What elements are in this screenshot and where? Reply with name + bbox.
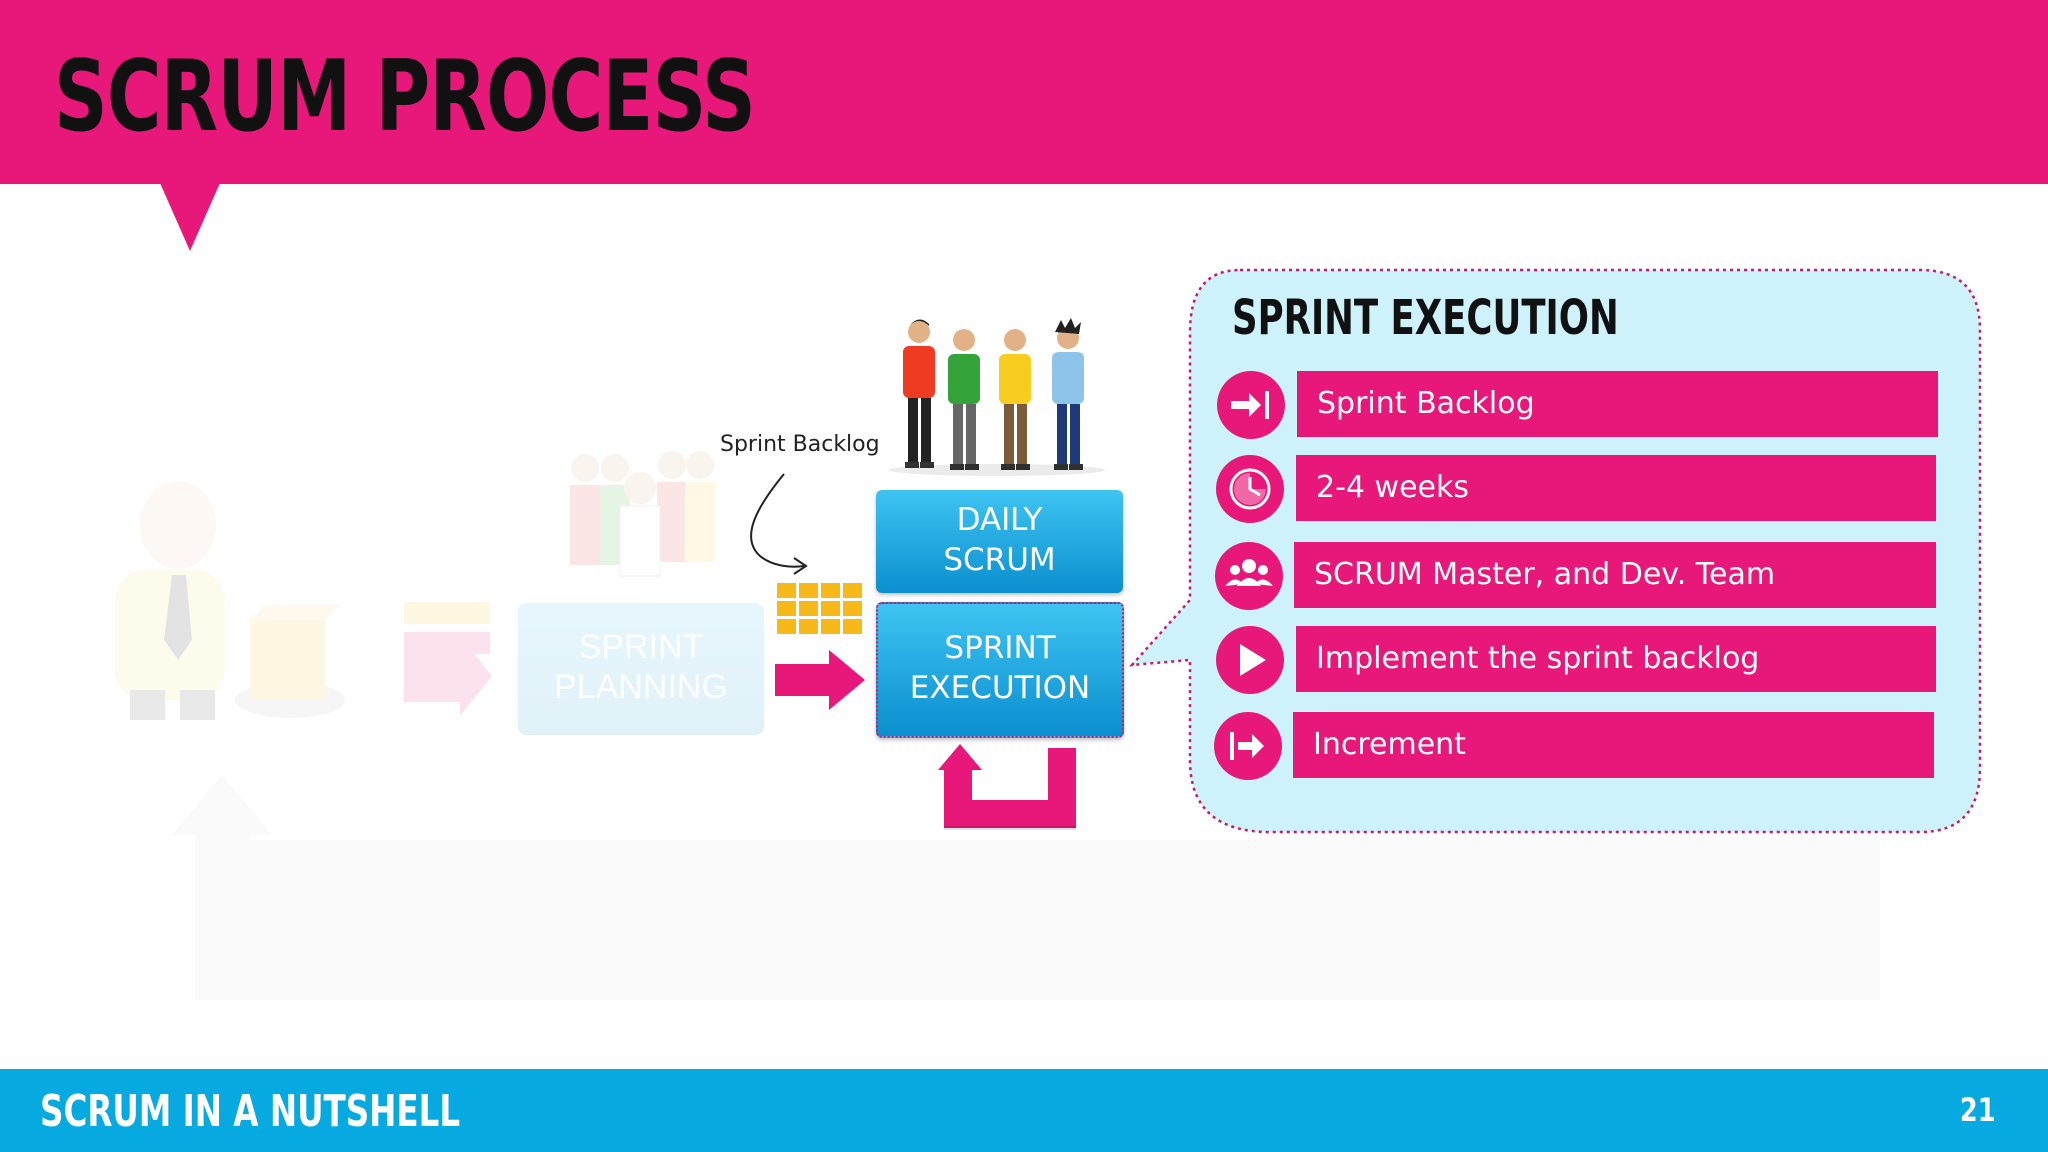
footer-title: SCRUM IN A NUTSHELL (40, 1086, 461, 1137)
row-sprint-backlog: Sprint Backlog (1297, 371, 1938, 437)
daily-scrum-box: DAILY SCRUM (876, 490, 1123, 593)
team-member-green (948, 329, 980, 470)
row-roles: SCRUM Master, and Dev. Team (1294, 542, 1936, 608)
faded-product-backlog-box (235, 605, 345, 718)
team-icon (1215, 542, 1283, 610)
row-increment: Increment (1293, 712, 1934, 778)
faded-sprint-planning-label: SPRINT PLANNING (554, 628, 728, 706)
faded-backlog-strip (404, 632, 490, 654)
sprint-backlog-label: Sprint Backlog (720, 432, 880, 457)
sprint-execution-box: SPRINT EXECUTION (876, 602, 1124, 738)
row-duration: 2-4 weeks (1296, 455, 1936, 521)
faded-sprint-planning-box: SPRINT PLANNING (518, 603, 764, 735)
play-icon (1216, 626, 1284, 694)
daily-scrum-label: DAILY SCRUM (943, 502, 1056, 578)
team-member-blue (1052, 318, 1084, 470)
header-bar: SCRUM PROCESS (0, 0, 2048, 184)
header-notch (160, 183, 220, 251)
team-member-yellow (999, 329, 1031, 470)
team-figures-illustration (889, 318, 1105, 476)
faded-product-owner-figure (115, 481, 225, 720)
faded-team-figures (570, 451, 715, 577)
sprint-execution-label: SPRINT EXECUTION (909, 630, 1091, 706)
loop-arrow-icon (938, 744, 1076, 830)
footer-bar: SCRUM IN A NUTSHELL 21 (0, 1069, 2048, 1152)
sprint-backlog-grid (777, 583, 862, 634)
slide-title: SCRUM PROCESS (54, 40, 756, 154)
clock-icon (1216, 455, 1284, 523)
arrow-out-of-bar-icon (1214, 712, 1282, 780)
curved-arrow-icon (750, 473, 808, 575)
faded-backlog-strip (404, 602, 490, 624)
callout-title: SPRINT EXECUTION (1232, 290, 1619, 346)
arrow-right-icon (775, 650, 865, 710)
page-number: 21 (1960, 1091, 1996, 1129)
faded-arrow-right (404, 636, 492, 716)
arrow-into-bar-icon (1217, 371, 1285, 439)
team-member-red (903, 319, 935, 468)
row-implement: Implement the sprint backlog (1296, 626, 1936, 692)
